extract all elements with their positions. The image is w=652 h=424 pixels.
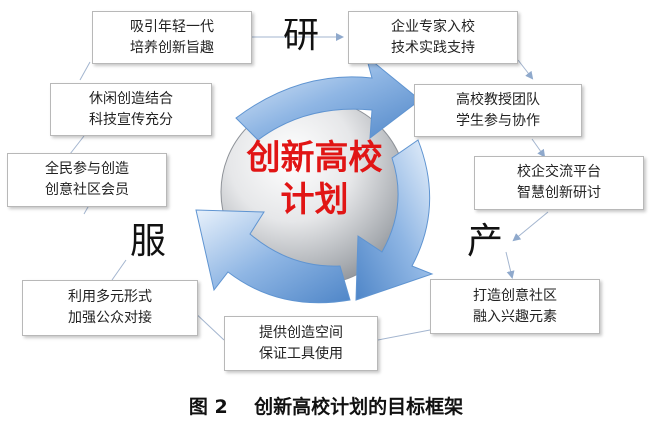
box-creative-community: 打造创意社区 融入兴趣元素 [430, 279, 600, 334]
box-public-participation: 全民参与创造 创意社区会员 [7, 153, 167, 207]
connector-right-2 [531, 138, 546, 158]
box-line: 融入兴趣元素 [473, 308, 557, 325]
box-line: 吸引年轻一代 [130, 18, 214, 35]
box-creation-space: 提供创造空间 保证工具使用 [224, 316, 378, 371]
box-line: 打造创意社区 [473, 287, 557, 304]
box-line: 高校教授团队 [456, 91, 540, 108]
box-line: 加强公众对接 [68, 310, 152, 326]
box-line: 培养创新旨趣 [130, 39, 214, 56]
connector-bottom-right [377, 329, 431, 341]
box-line: 技术实践支持 [391, 39, 475, 56]
center-title-line2: 计划 [280, 180, 349, 220]
box-line: 企业专家入校 [391, 18, 475, 35]
cycle-arrow-left [195, 209, 351, 304]
box-enterprise-experts: 企业专家入校 技术实践支持 [348, 11, 518, 64]
cycle-arrow-right [355, 139, 434, 301]
connector-left-1 [111, 259, 127, 281]
box-line: 全民参与创造 [45, 161, 129, 177]
figure-caption: 图 2 创新高校计划的目标框架 [0, 392, 652, 419]
connector-right-1 [517, 59, 534, 80]
center-title: 创新高校 计划 [222, 137, 407, 221]
box-line: 提供创造空间 [259, 324, 343, 341]
box-line: 休闲创造结合 [89, 90, 173, 107]
caption-label: 图 2 [188, 396, 228, 418]
box-line: 智慧创新研讨 [517, 185, 601, 201]
box-line: 保证工具使用 [259, 345, 343, 362]
label-service: 服 [130, 221, 167, 262]
box-diverse-forms: 利用多元形式 加强公众对接 [22, 280, 198, 336]
connector-left-4 [79, 61, 91, 81]
connector-left-3 [69, 135, 85, 155]
box-line: 利用多元形式 [68, 289, 152, 305]
box-line: 创意社区会员 [45, 182, 129, 198]
box-line: 科技宣传充分 [89, 111, 173, 128]
connector-right-4 [505, 251, 515, 279]
box-line: 校企交流平台 [517, 164, 601, 180]
label-research: 研 [283, 15, 320, 56]
box-school-enterprise-platform: 校企交流平台 智慧创新研讨 [474, 156, 644, 210]
box-leisure-creation: 休闲创造结合 科技宣传充分 [50, 83, 212, 136]
caption-title: 创新高校计划的目标框架 [254, 396, 464, 418]
label-industry: 产 [467, 221, 504, 262]
center-title-line1: 创新高校 [246, 138, 383, 178]
box-line: 学生参与协作 [456, 112, 540, 129]
box-attract-youth: 吸引年轻一代 培养创新旨趣 [92, 11, 252, 64]
box-professor-team: 高校教授团队 学生参与协作 [414, 84, 582, 137]
connector-right-3 [512, 211, 549, 242]
